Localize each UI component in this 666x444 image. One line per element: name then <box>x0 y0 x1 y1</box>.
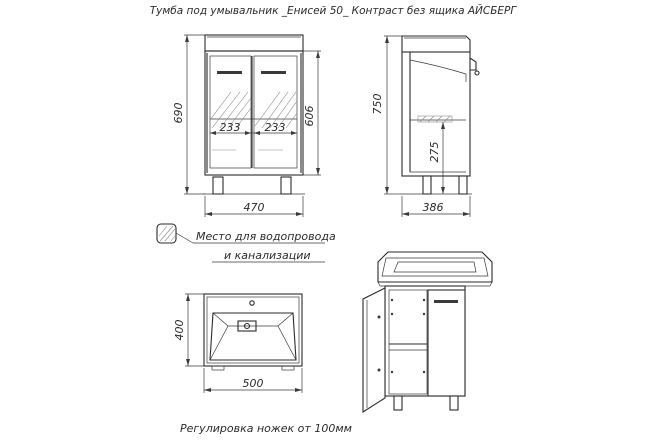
persp-door-left-open <box>362 287 386 414</box>
top-tap-hole <box>249 300 255 306</box>
front-basin <box>204 34 304 52</box>
front-door-right <box>253 55 298 169</box>
dim-height-body: 606 <box>303 106 316 127</box>
side-leg-front <box>422 175 432 195</box>
drawing-title: Тумба под умывальник _Енисей 50_ Контрас… <box>150 4 518 17</box>
front-dimensions: 690 606 233 233 470 <box>172 34 321 217</box>
side-basin <box>401 35 471 53</box>
top-basin-bowl <box>209 312 297 361</box>
side-tap <box>469 57 477 71</box>
side-plumbing-zone <box>417 115 453 123</box>
front-handle-right <box>261 71 286 74</box>
top-outer <box>203 293 303 367</box>
front-plumbing-zone <box>209 91 298 129</box>
front-handle-left <box>217 71 242 74</box>
dim-door-right: 233 <box>265 121 286 134</box>
dim-depth: 386 <box>423 201 444 214</box>
dim-side-opening: 275 <box>428 142 441 163</box>
side-leg-back <box>458 175 468 195</box>
top-dimensions: 400 500 <box>173 293 303 393</box>
persp-interior <box>388 289 428 395</box>
persp-door-right <box>427 289 466 397</box>
side-basin-curve <box>409 59 467 82</box>
front-leg-right <box>280 176 292 195</box>
legend-line-1: Место для водопровода <box>196 230 336 243</box>
side-cabinet-body <box>401 51 471 177</box>
dim-height-total: 690 <box>172 103 185 124</box>
dim-top-depth: 400 <box>173 320 186 341</box>
legend: Место для водопровода и канализации <box>156 223 336 263</box>
front-view <box>203 34 305 195</box>
legend-line-2: и канализации <box>224 249 311 262</box>
front-leg-left <box>212 176 224 195</box>
footer-note: Регулировка ножек от 100мм <box>180 422 352 435</box>
persp-leg-right <box>449 395 459 411</box>
dim-side-height-total: 750 <box>371 94 384 115</box>
persp-leg-left <box>393 395 403 411</box>
dim-width: 470 <box>244 201 265 214</box>
top-view <box>203 293 303 371</box>
top-drain <box>237 320 257 332</box>
side-view <box>400 35 480 195</box>
perspective-view <box>362 251 493 414</box>
side-dimensions: 750 275 386 <box>371 35 471 217</box>
persp-handle-right <box>434 300 458 303</box>
front-door-left <box>209 55 252 169</box>
dim-door-left: 233 <box>220 121 241 134</box>
dim-top-width: 500 <box>243 377 264 390</box>
